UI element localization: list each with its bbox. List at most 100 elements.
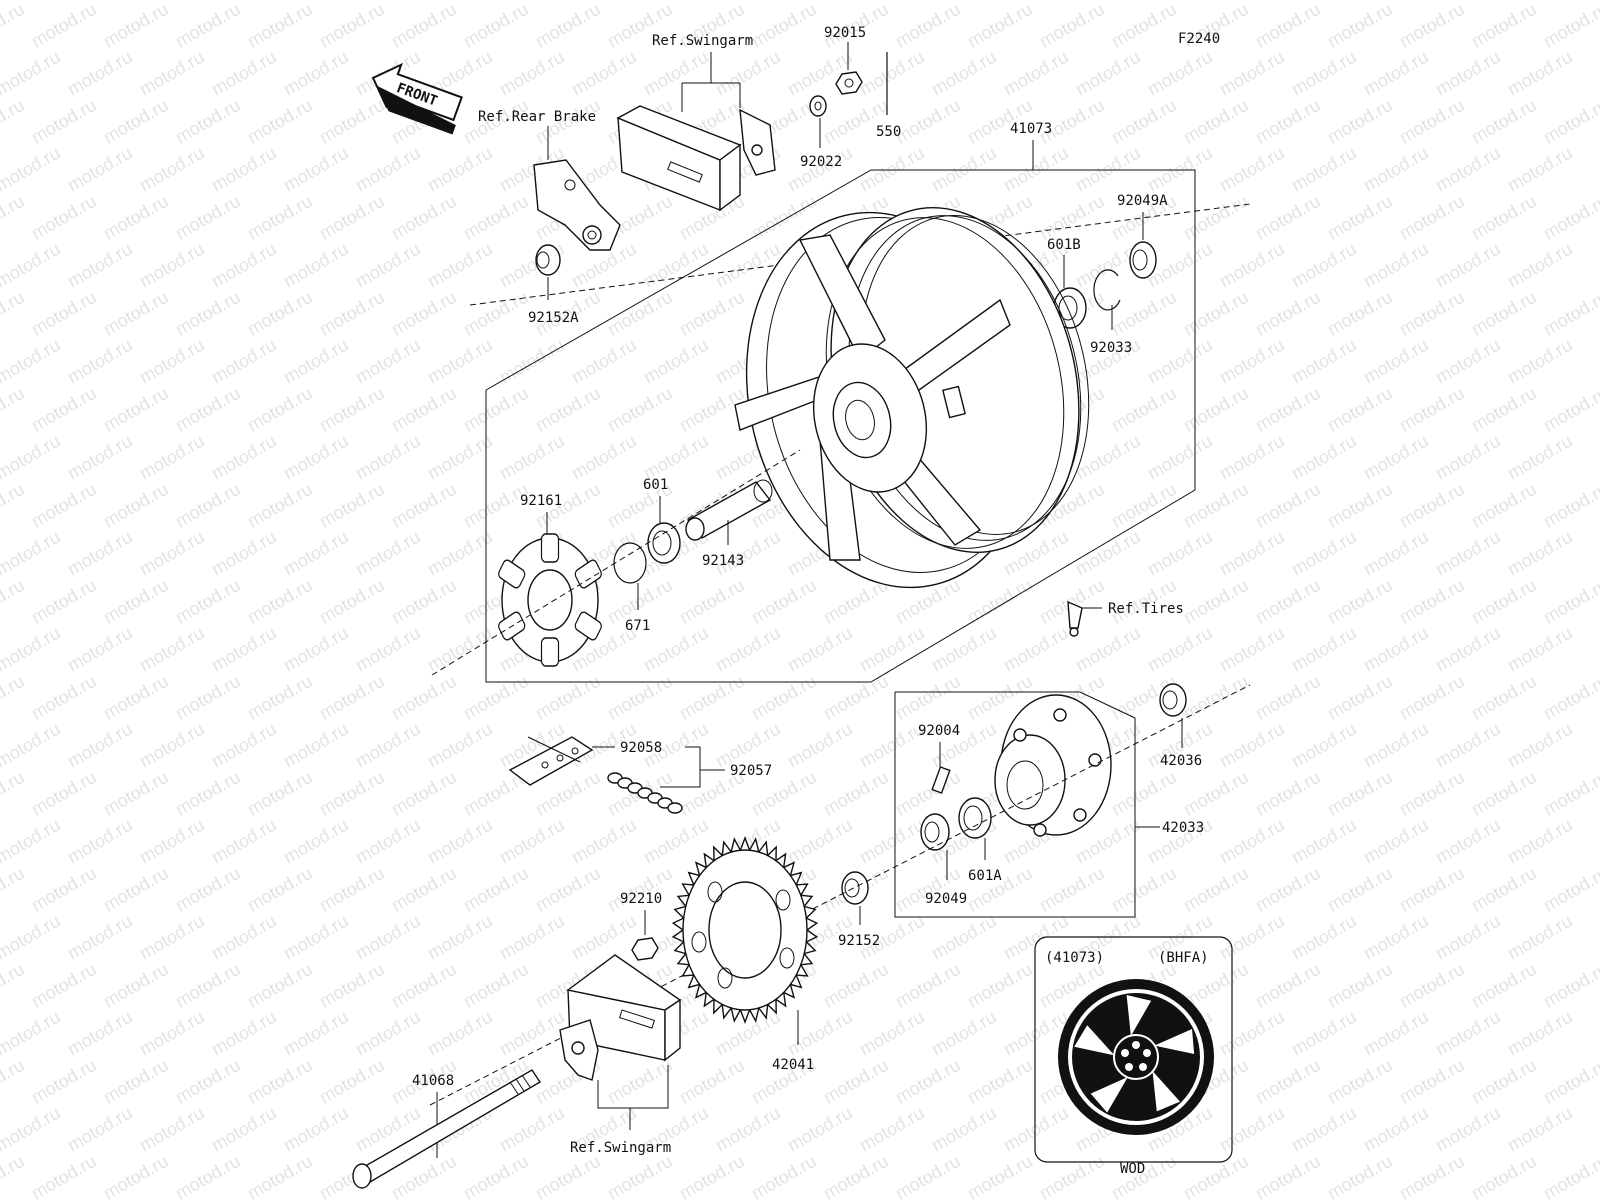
- watermark-text: motod.ru: [1360, 911, 1432, 964]
- watermark-text: motod.ru: [1000, 623, 1072, 676]
- watermark-text: motod.ru: [892, 767, 964, 820]
- watermark-text: motod.ru: [244, 959, 316, 1012]
- watermark-text: motod.ru: [892, 1055, 964, 1108]
- part-42041-label: 42041: [772, 1057, 814, 1073]
- collar-42036: [1159, 683, 1187, 717]
- watermark-text: motod.ru: [1360, 0, 1432, 3]
- watermark-text: motod.ru: [1504, 239, 1576, 292]
- watermark-text: motod.ru: [1216, 815, 1288, 868]
- watermark-text: motod.ru: [1108, 863, 1180, 916]
- watermark-text: motod.ru: [244, 671, 316, 724]
- watermark-text: motod.ru: [460, 0, 532, 51]
- watermark-text: motod.ru: [856, 0, 928, 3]
- watermark-text: motod.ru: [964, 0, 1036, 51]
- watermark-text: motod.ru: [1468, 863, 1540, 916]
- chain-link: [667, 802, 683, 814]
- chain-joint-link: [508, 736, 594, 786]
- watermark-text: motod.ru: [0, 0, 28, 51]
- watermark-text: motod.ru: [1324, 479, 1396, 532]
- watermark-text: motod.ru: [172, 863, 244, 916]
- watermark-text: motod.ru: [1180, 863, 1252, 916]
- watermark-text: motod.ru: [100, 479, 172, 532]
- watermark-text: motod.ru: [1396, 383, 1468, 436]
- watermark-text: motod.ru: [64, 527, 136, 580]
- watermark-text: motod.ru: [1432, 335, 1504, 388]
- watermark-text: motod.ru: [0, 383, 28, 436]
- watermark-text: motod.ru: [1324, 575, 1396, 628]
- watermark-text: motod.ru: [352, 623, 424, 676]
- watermark-text: motod.ru: [1252, 383, 1324, 436]
- watermark-text: motod.ru: [64, 143, 136, 196]
- inset-color-code: WOD: [1120, 1161, 1145, 1177]
- damper-lobe: [540, 637, 560, 667]
- watermark-text: motod.ru: [1288, 1103, 1360, 1156]
- watermark-text: motod.ru: [892, 863, 964, 916]
- watermark-text: motod.ru: [892, 95, 964, 148]
- watermark-text: motod.ru: [568, 815, 640, 868]
- watermark-text: motod.ru: [640, 815, 712, 868]
- watermark-text: motod.ru: [1360, 431, 1432, 484]
- watermark-text: motod.ru: [1144, 527, 1216, 580]
- watermark-text: motod.ru: [748, 671, 820, 724]
- sprocket-coupling-42033: [994, 694, 1112, 837]
- watermark-text: motod.ru: [856, 143, 928, 196]
- watermark-text: motod.ru: [1504, 0, 1576, 3]
- watermark-text: motod.ru: [604, 1151, 676, 1200]
- watermark-text: motod.ru: [568, 0, 640, 3]
- watermark-text: motod.ru: [28, 95, 100, 148]
- watermark-text: motod.ru: [1432, 623, 1504, 676]
- watermark-text: motod.ru: [1072, 47, 1144, 100]
- watermark-text: motod.ru: [1540, 863, 1600, 916]
- watermark-text: motod.ru: [820, 959, 892, 1012]
- watermark-text: motod.ru: [0, 1103, 64, 1156]
- watermark-text: motod.ru: [424, 239, 496, 292]
- watermark-text: motod.ru: [388, 575, 460, 628]
- watermark-text: motod.ru: [100, 191, 172, 244]
- watermark-text: motod.ru: [1324, 191, 1396, 244]
- watermark-text: motod.ru: [388, 671, 460, 724]
- watermark-text: motod.ru: [1432, 0, 1504, 3]
- watermark-text: motod.ru: [388, 383, 460, 436]
- part-92210-label: 92210: [620, 891, 662, 907]
- watermark-text: motod.ru: [1036, 1151, 1108, 1200]
- watermark-text: motod.ru: [0, 623, 64, 676]
- watermark-text: motod.ru: [1288, 335, 1360, 388]
- watermark-text: motod.ru: [532, 671, 604, 724]
- diagram-id: F2240: [1178, 31, 1220, 47]
- watermark-text: motod.ru: [1504, 1103, 1576, 1156]
- watermark-text: motod.ru: [1324, 0, 1396, 51]
- watermark-text: motod.ru: [424, 143, 496, 196]
- watermark-text: motod.ru: [496, 1103, 568, 1156]
- watermark-text: motod.ru: [928, 47, 1000, 100]
- watermark-text: motod.ru: [1540, 575, 1600, 628]
- watermark-text: motod.ru: [1144, 0, 1216, 3]
- watermark-text: motod.ru: [1396, 767, 1468, 820]
- swingarm-adjuster-top: [616, 105, 742, 212]
- watermark-text: motod.ru: [1504, 335, 1576, 388]
- watermark-text: motod.ru: [28, 383, 100, 436]
- watermark-text: motod.ru: [1504, 527, 1576, 580]
- watermark-text: motod.ru: [1216, 1103, 1288, 1156]
- watermark-text: motod.ru: [1324, 863, 1396, 916]
- watermark-text: motod.ru: [532, 1151, 604, 1200]
- watermark-text: motod.ru: [1360, 335, 1432, 388]
- watermark-text: motod.ru: [280, 719, 352, 772]
- watermark-text: motod.ru: [820, 671, 892, 724]
- watermark-text: motod.ru: [496, 1007, 568, 1060]
- watermark-text: motod.ru: [244, 95, 316, 148]
- watermark-text: motod.ru: [352, 335, 424, 388]
- watermark-text: motod.ru: [208, 623, 280, 676]
- watermark-text: motod.ru: [424, 911, 496, 964]
- watermark-text: motod.ru: [28, 863, 100, 916]
- watermark-text: motod.ru: [1108, 287, 1180, 340]
- watermark-text: motod.ru: [1468, 287, 1540, 340]
- watermark-text: motod.ru: [1288, 239, 1360, 292]
- watermark-text: motod.ru: [172, 479, 244, 532]
- watermark-text: motod.ru: [0, 47, 64, 100]
- watermark-text: motod.ru: [1252, 863, 1324, 916]
- watermark-text: motod.ru: [1252, 671, 1324, 724]
- watermark-text: motod.ru: [1252, 95, 1324, 148]
- watermark-text: motod.ru: [1216, 431, 1288, 484]
- watermark-text: motod.ru: [280, 335, 352, 388]
- watermark-text: motod.ru: [1180, 287, 1252, 340]
